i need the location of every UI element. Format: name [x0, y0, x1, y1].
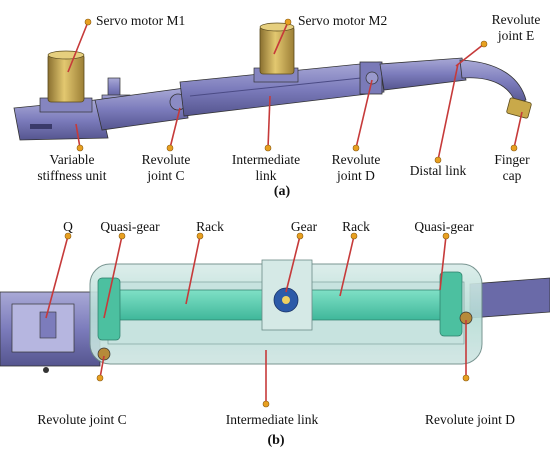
- servo-m1-top: [47, 50, 85, 60]
- label-revolute-c-1: Revolute: [141, 152, 191, 167]
- finger-cap-a: [506, 97, 532, 119]
- q-tab: [39, 311, 57, 339]
- label-rack-left: Rack: [196, 219, 224, 234]
- label-intermediate-2: link: [255, 168, 277, 183]
- gear-hub: [282, 296, 290, 304]
- quasi-gear-right-body: [439, 271, 463, 337]
- label-quasi-gear-left: Quasi-gear: [100, 219, 160, 234]
- label-variable-2: stiffness unit: [37, 168, 107, 183]
- intermediate-link-a: [179, 61, 385, 117]
- q-hole: [43, 367, 49, 373]
- label-finger-2: cap: [502, 168, 522, 183]
- label-variable-1: Variable: [49, 152, 95, 167]
- intermediate-edge: [189, 75, 381, 97]
- label-revolute-c-2: joint C: [147, 168, 185, 183]
- label-revolute-d-b: Revolute joint D: [425, 412, 515, 427]
- servo-motor-m2: [259, 25, 295, 75]
- label-servo-m1: Servo motor M1: [96, 13, 186, 28]
- servo-motor-m1: [47, 53, 85, 103]
- panel-b-label: (b): [267, 433, 285, 448]
- label-revolute-c-b: Revolute joint C: [37, 412, 127, 427]
- stiffness-slot: [30, 124, 52, 129]
- label-intermediate-link-b: Intermediate link: [225, 412, 319, 427]
- label-q: Q: [63, 219, 73, 234]
- label-revolute-d-1: Revolute: [331, 152, 381, 167]
- panel-a-pointers: [67, 21, 523, 161]
- distal-link-a: [379, 57, 467, 91]
- label-rack-right: Rack: [342, 219, 370, 234]
- label-intermediate-1: Intermediate: [231, 152, 301, 167]
- panel-a-drawing: [13, 22, 532, 141]
- label-revolute-e-2: joint E: [497, 28, 535, 43]
- label-servo-m2: Servo motor M2: [298, 13, 388, 28]
- joint-d-pin: [365, 71, 379, 85]
- label-finger-1: Finger: [494, 152, 530, 167]
- link-c: [94, 87, 189, 131]
- panel-b-pointers: [45, 235, 467, 404]
- panel-b-dots: [64, 232, 470, 408]
- label-gear: Gear: [290, 219, 318, 234]
- panel-b-drawing: [0, 259, 550, 373]
- distal-curve: [459, 59, 527, 105]
- rack-right-bar: [303, 289, 453, 321]
- label-revolute-e-1: Revolute: [491, 12, 541, 27]
- label-quasi-gear-right: Quasi-gear: [414, 219, 474, 234]
- panel-a-dots: [76, 18, 518, 164]
- rack-left-bar: [117, 289, 269, 321]
- quasi-gear-left-body: [97, 277, 121, 341]
- panel-a-label: (a): [273, 184, 291, 199]
- label-distal-link: Distal link: [409, 163, 467, 178]
- label-revolute-d-2: joint D: [337, 168, 375, 183]
